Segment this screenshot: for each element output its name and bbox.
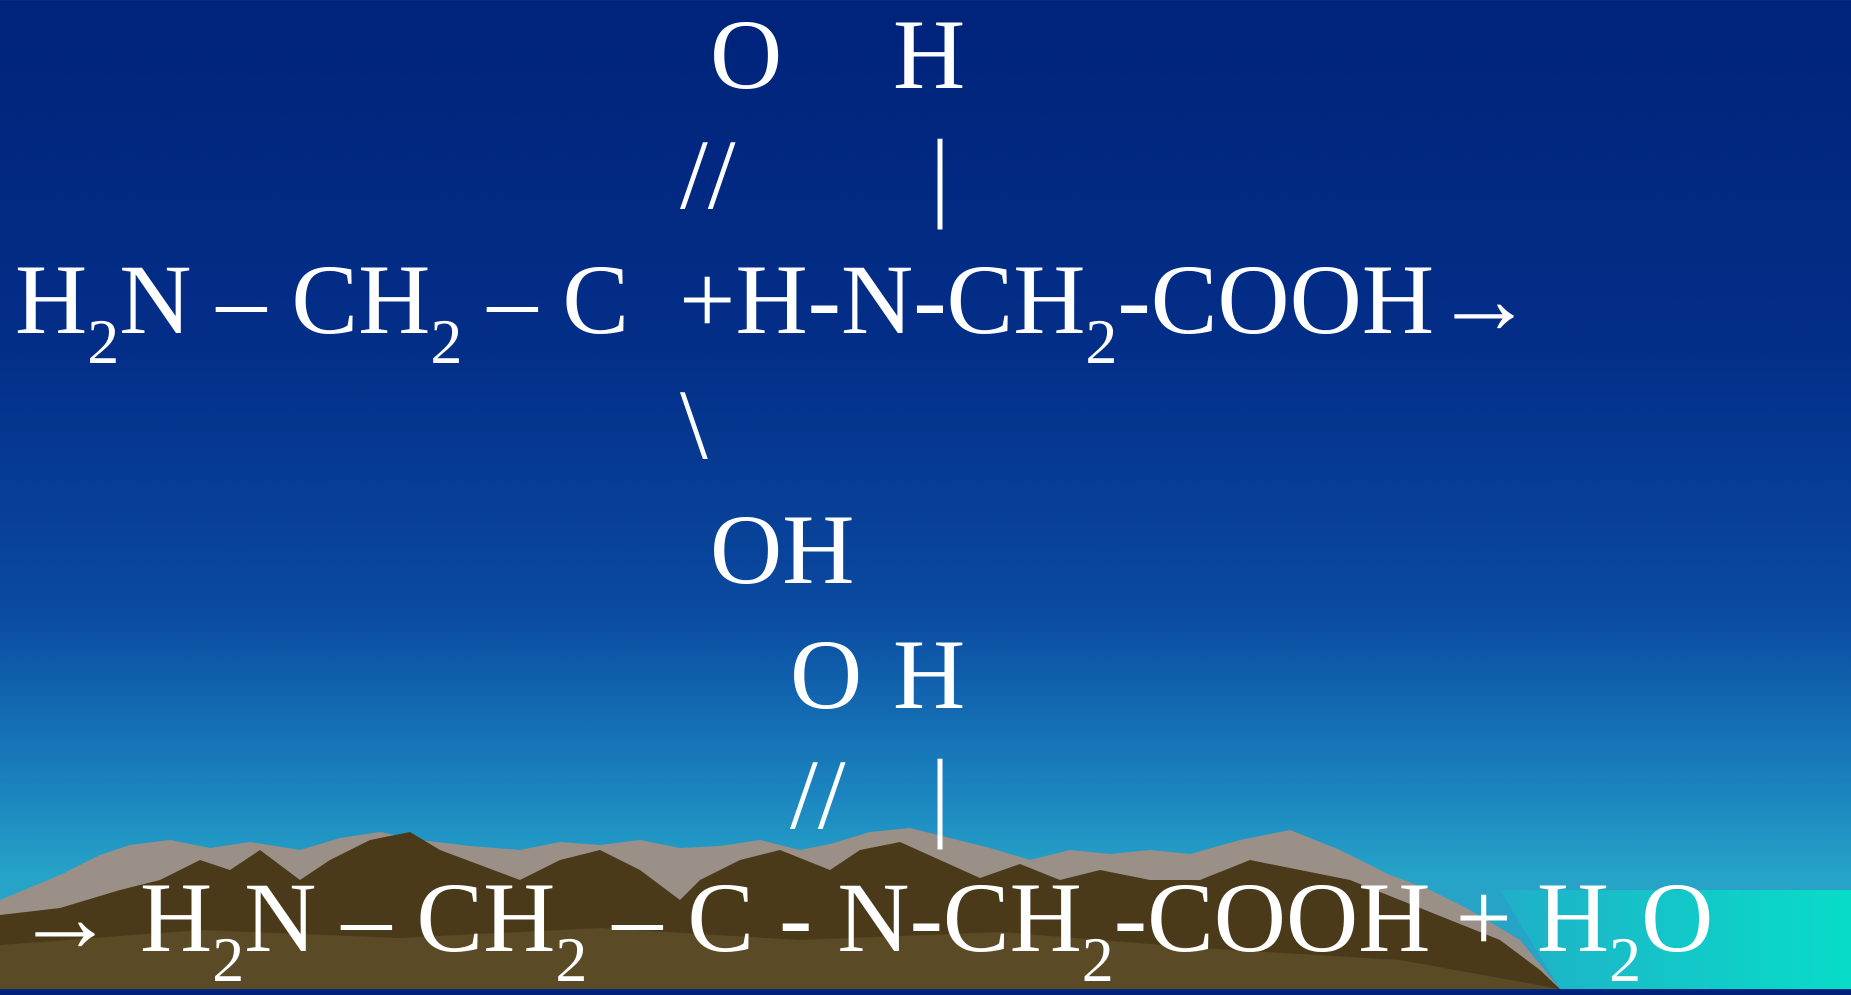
product-part-3: – C - N-CH [587, 862, 1082, 973]
product-carbonyl-oxygen: O [790, 619, 863, 730]
product-part-4: -COOH + H [1113, 862, 1610, 973]
product-double-bond: // [790, 739, 846, 850]
reactant-hydroxyl: OH [710, 494, 855, 605]
product-vertical-bond: | [930, 739, 951, 850]
reactant-part-3: – C +H-N-CH [462, 244, 1086, 355]
product-amide-hydrogen: H [893, 619, 966, 730]
mountain-landscape [0, 828, 1851, 989]
product-subscript-1: 2 [212, 924, 245, 995]
reactant-subscript-2: 2 [430, 306, 463, 377]
reactant-backslash-bond: \ [680, 369, 708, 480]
product-part-5: O [1641, 862, 1714, 973]
reactant-subscript-3: 2 [1085, 306, 1118, 377]
reactant-part-4: -COOH→ [1117, 244, 1535, 355]
product-subscript-4: 2 [1609, 924, 1642, 995]
product-part-1: → H [15, 862, 213, 973]
product-subscript-2: 2 [555, 924, 588, 995]
reactant-subscript-1: 2 [87, 306, 120, 377]
product-equation-line: → H2N – CH2 – C - N-CH2-COOH + H2O [15, 868, 1713, 992]
reactant-part-1: H [15, 244, 88, 355]
reactant-equation-line: H2N – CH2 – C +H-N-CH2-COOH→ [15, 250, 1534, 374]
product-part-2: N – CH [244, 862, 556, 973]
sea [1500, 890, 1851, 989]
reactant-amine-hydrogen: H [893, 0, 966, 110]
reactant-double-bond: // [680, 119, 736, 230]
reactant-part-2: N – CH [119, 244, 431, 355]
reactant-vertical-bond: | [930, 119, 951, 230]
reactant-carbonyl-oxygen: O [710, 0, 783, 110]
product-subscript-3: 2 [1081, 924, 1114, 995]
foreground-hills [0, 928, 1560, 989]
